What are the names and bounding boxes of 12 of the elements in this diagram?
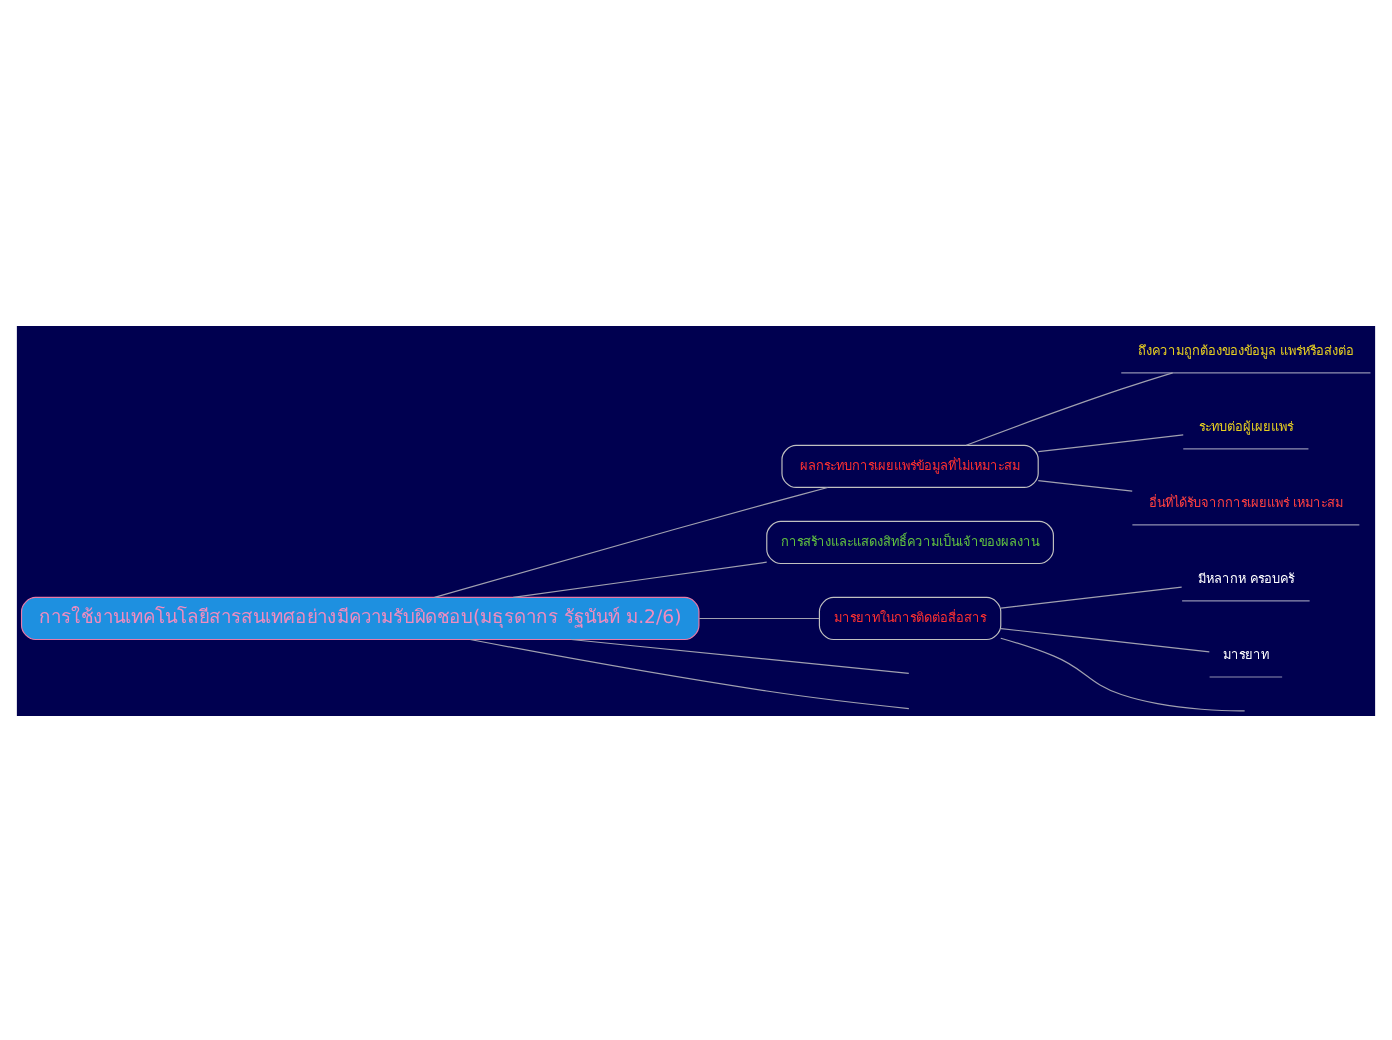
- connector: [570, 637, 910, 674]
- connector: [698, 616, 820, 619]
- connector: [1000, 585, 1183, 608]
- connector: [512, 560, 768, 597]
- connector: [965, 371, 1174, 445]
- connector: [433, 485, 829, 597]
- connector: [1037, 433, 1184, 452]
- connector: [1037, 479, 1133, 491]
- node-box: การใช้งานเทคโนโลยีสารสนเทศอย่างมีความรับผิดชอบ(มธุรดากร รัฐนันท์ ม.2/6): [20, 595, 700, 640]
- connector: [1000, 636, 1246, 711]
- connector: [469, 637, 910, 709]
- connector: [1000, 626, 1210, 652]
